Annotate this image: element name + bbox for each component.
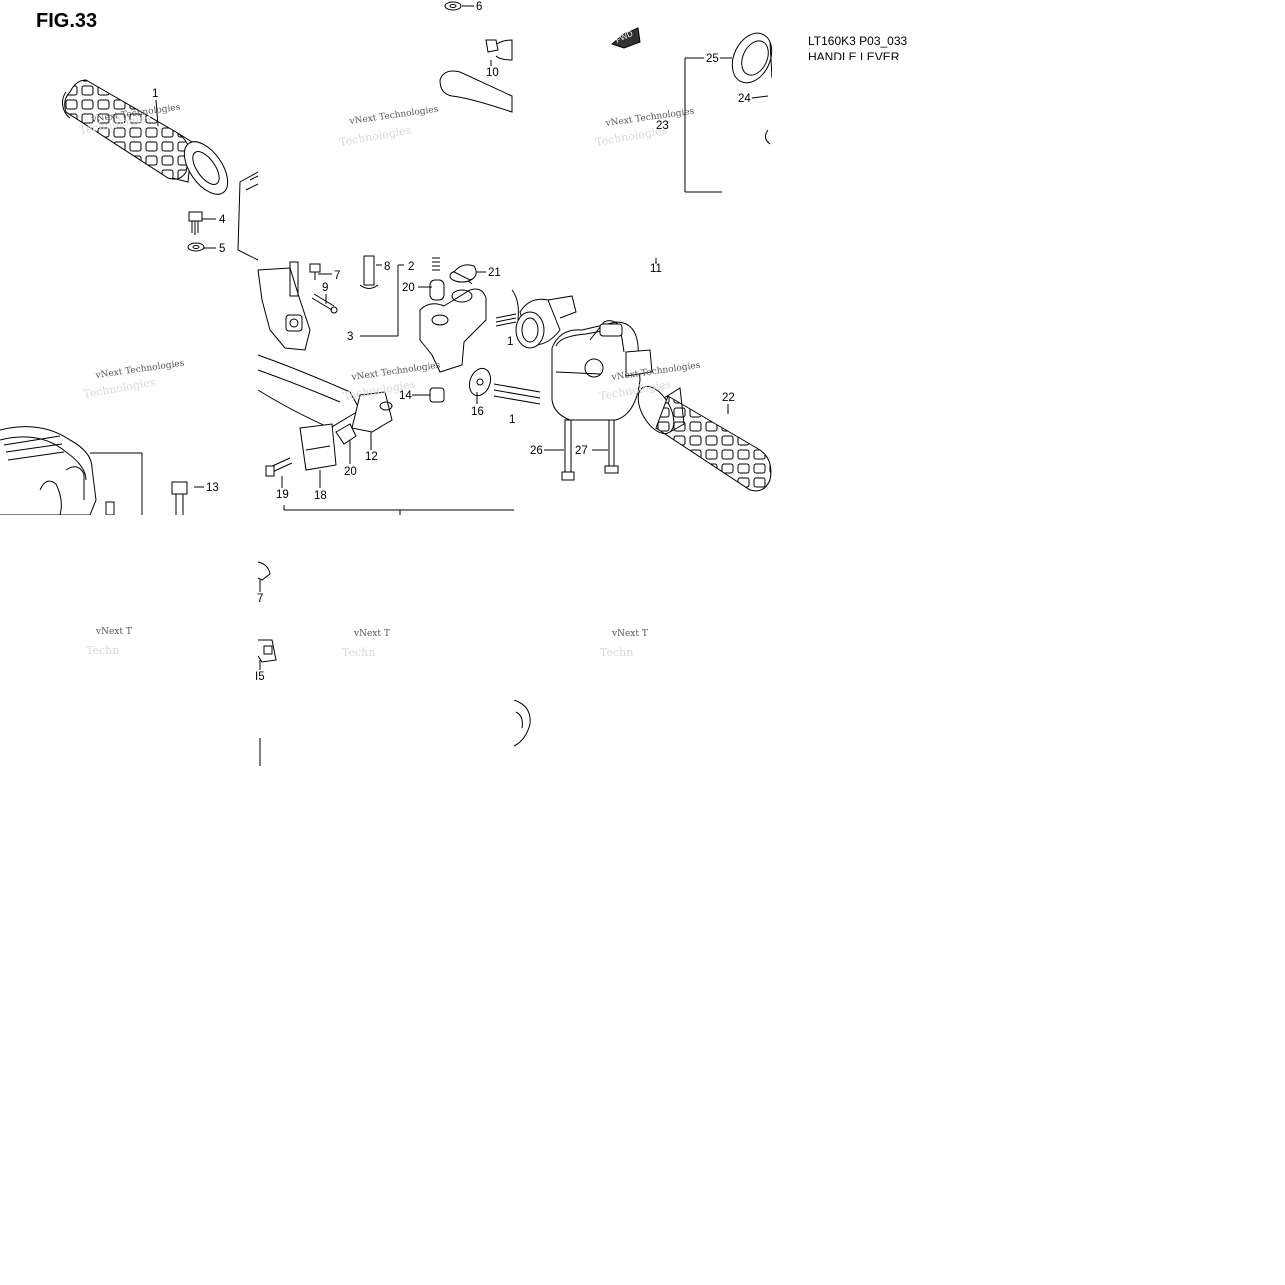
nut-part-7-bottom — [257, 561, 271, 581]
part-callout-c27: 27 — [575, 445, 588, 457]
bolt-part-4 — [188, 211, 203, 235]
part-callout-c23: 23 — [656, 120, 669, 132]
bolt-part-8 — [359, 255, 379, 289]
part-callout-c6: 6 — [476, 1, 482, 13]
part-callout-c22: 22 — [722, 392, 735, 404]
figure-code: LT160K3 P03_033 — [808, 34, 908, 48]
bolt-part-19 — [265, 457, 293, 477]
grip-end-cap-part-25 — [731, 32, 773, 84]
part-callout-c8: 8 — [384, 261, 390, 273]
part-callout-c24: 24 — [738, 93, 751, 105]
part-callout-c25: 25 — [706, 53, 719, 65]
figure-name: HANDLE LEVER — [808, 50, 900, 60]
watermark-text: Technologies — [82, 375, 156, 401]
screw-part-27 — [604, 419, 619, 474]
part-callout-c13: 13 — [206, 482, 219, 494]
figure-title: FIG.33 — [36, 10, 98, 32]
part-callout-c20a: 20 — [402, 282, 415, 294]
watermark-fragment: Techn — [600, 646, 633, 659]
brake-lever-assembly — [237, 171, 393, 471]
crop-masks — [0, 70, 1285, 1285]
part-callout-c1c: 1 — [509, 414, 515, 426]
cap-part-21 — [453, 264, 477, 281]
throttle-cable-part — [493, 289, 577, 405]
part-callout-c18: 18 — [314, 490, 327, 502]
watermark-text: vNext Technologies — [350, 361, 441, 384]
part-callout-c3: 3 — [347, 331, 353, 343]
bracket-part-23 — [684, 57, 771, 193]
washer-part-16 — [468, 367, 492, 397]
watermark-fragment: vNext T — [611, 629, 648, 639]
forward-arrow-icon — [610, 27, 641, 49]
part-callout-c9: 9 — [322, 282, 328, 294]
watermark-fragment: vNext T — [353, 629, 390, 639]
part-callout-c2: 2 — [408, 261, 414, 273]
watermark-fragments: vNext T Techn vNext T Techn vNext T Tech… — [86, 627, 648, 659]
watermark-text: Technologies — [338, 123, 412, 149]
part-callout-c10: 10 — [486, 67, 499, 79]
lever-holder-part — [419, 269, 487, 373]
watermark-fragment: vNext T — [95, 627, 132, 637]
part-callout-c1b: 1 — [507, 336, 513, 348]
watermark-fragment: Techn — [86, 644, 119, 657]
nut-part-14 — [429, 387, 445, 403]
part-callout-c20b: 20 — [344, 466, 357, 478]
watermark-text: vNext Technologies — [348, 105, 439, 128]
lever-fragment — [513, 699, 531, 747]
part-callout-c21: 21 — [488, 267, 501, 279]
part-callout-c14: 14 — [399, 390, 412, 402]
spring-part-2 — [432, 257, 440, 271]
part-callout-c1: 1 — [152, 88, 158, 100]
part-callout-c16: 16 — [471, 406, 484, 418]
part-callout-c11: 11 — [650, 263, 662, 275]
part-callout-c7b: 7 — [257, 593, 263, 605]
callout-labels: 12345677891011121314I5161819202021222324… — [152, 1, 751, 683]
part-callout-c5: 5 — [219, 243, 225, 255]
bolt-part-13 — [171, 481, 188, 515]
bolt-part-9 — [311, 293, 338, 314]
part-callout-c12: 12 — [365, 451, 378, 463]
watermark-fragment: Techn — [342, 646, 375, 659]
part-callout-c15: I5 — [255, 671, 265, 683]
bolt-part-7-top — [309, 263, 321, 280]
figure-info: LT160K3 P03_033 HANDLE LEVER — [808, 33, 928, 60]
lever-upper-part-10 — [439, 39, 513, 113]
part-callout-c26: 26 — [530, 445, 543, 457]
right-grip-part — [637, 385, 772, 492]
washer-part-5 — [187, 242, 205, 252]
screw-part-26 — [561, 419, 575, 481]
part-callout-c7a: 7 — [334, 270, 340, 282]
part-callout-c4: 4 — [219, 214, 226, 226]
left-grip-part — [62, 79, 229, 195]
right-switch-housing — [551, 320, 653, 421]
washer-part-6 — [444, 1, 462, 11]
part-callout-c19: 19 — [276, 489, 289, 501]
nut-part-15 — [257, 639, 277, 663]
left-switch-housing — [0, 426, 143, 516]
